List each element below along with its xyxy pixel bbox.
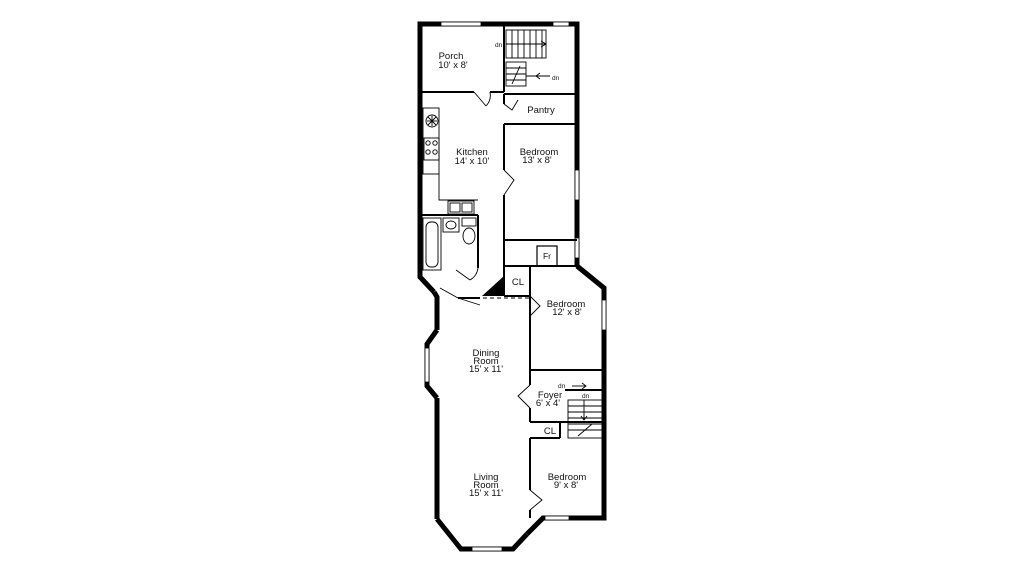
foyer-size: 6' x 4' [536,398,560,409]
foyer-label: Foyer [538,390,562,401]
porch-label: Porch [439,51,464,62]
chimney-mark [482,276,504,296]
living-label-line2: Room [473,480,498,491]
kitchen-fixtures [422,107,478,215]
living-size: 15' x 11' [469,488,503,499]
bedroom-1-size: 13' x 8' [522,155,552,166]
kitchen-size: 14' x 10' [455,156,490,167]
foyer-stairs [567,382,603,439]
living-label-line1: Living [474,472,499,483]
stairs-down-label-foyer-2: dn [582,393,590,400]
top-stairs [505,29,550,87]
dining-label-line2: Room [473,356,498,367]
fr-label: Fr [543,251,551,261]
stairs-down-label-top-2: dn [552,75,560,82]
stairs-down-label-foyer: dn [558,383,566,390]
cl-1-label: CL [512,277,524,288]
fridge-box [536,245,558,267]
bedroom-2-size: 12' x 8' [552,307,582,318]
bedroom-1-label: Bedroom [520,147,559,158]
doors [439,91,543,511]
bedroom-2-label: Bedroom [547,299,586,310]
porch-size: 10' x 8' [438,60,468,71]
pantry-label: Pantry [527,105,555,116]
dining-label-line1: Dining [473,348,500,359]
bedroom-3-label: Bedroom [548,472,587,483]
stairs-down-label-top: dn [495,42,503,49]
windows [424,21,607,552]
bath-fixtures [422,217,477,271]
kitchen-label: Kitchen [456,147,488,158]
interior-walls [420,24,604,518]
dining-size: 15' x 11' [469,364,503,375]
bedroom-3-size: 9' x 8' [554,480,578,491]
cl-2-label: CL [544,426,556,437]
